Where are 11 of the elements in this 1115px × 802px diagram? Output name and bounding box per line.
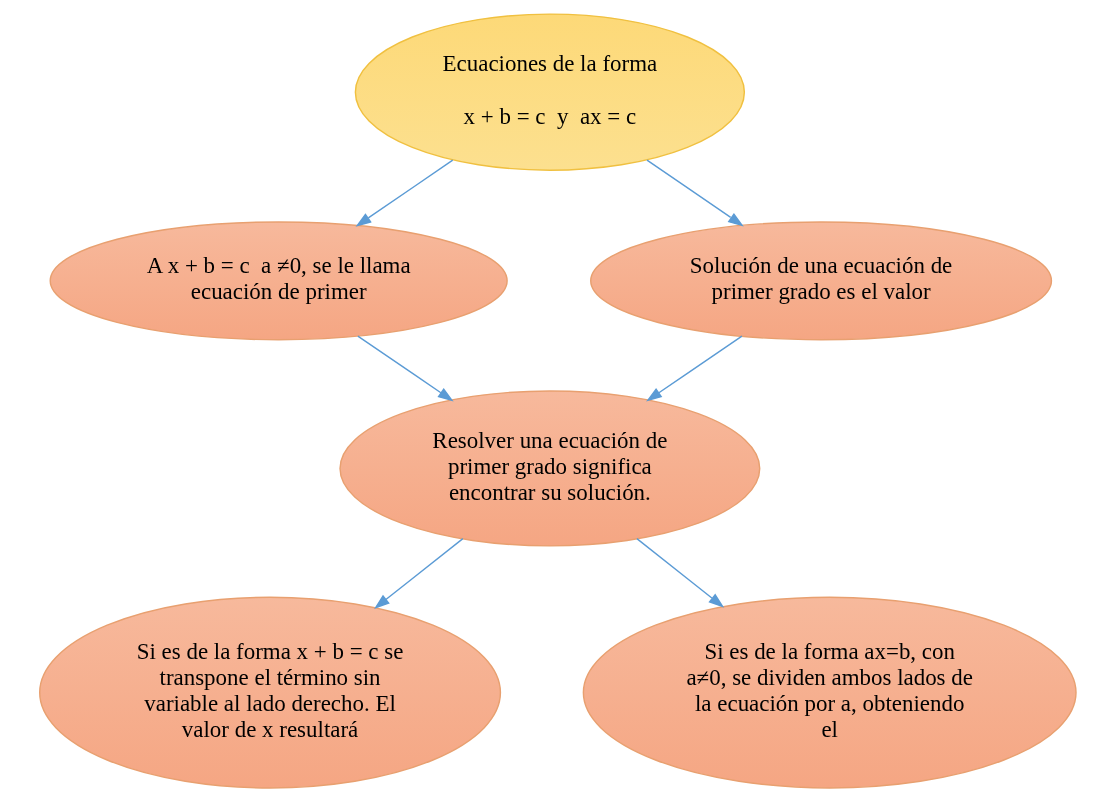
arrow (645, 159, 744, 227)
arrow (645, 335, 743, 402)
arrow (373, 537, 464, 609)
arrow (635, 537, 724, 608)
node-ellipse: A x + b = c a ≠0, se le llama ecuación de primer (49, 221, 508, 341)
node-ellipse: Si es de la forma ax=b, con a≠0, se dividen ambos lados de la ecuación por a, obteniendo el (582, 596, 1077, 789)
arrow (356, 335, 454, 402)
node-ellipse: Solución de una ecuación de primer grado es el valor (589, 221, 1052, 341)
node-ellipse: Resolver una ecuación de primer grado significa encontrar su solución. (338, 390, 760, 547)
node-ellipse: Ecuaciones de la forma x + b = c y ax = c (354, 13, 745, 171)
arrow (355, 159, 453, 227)
